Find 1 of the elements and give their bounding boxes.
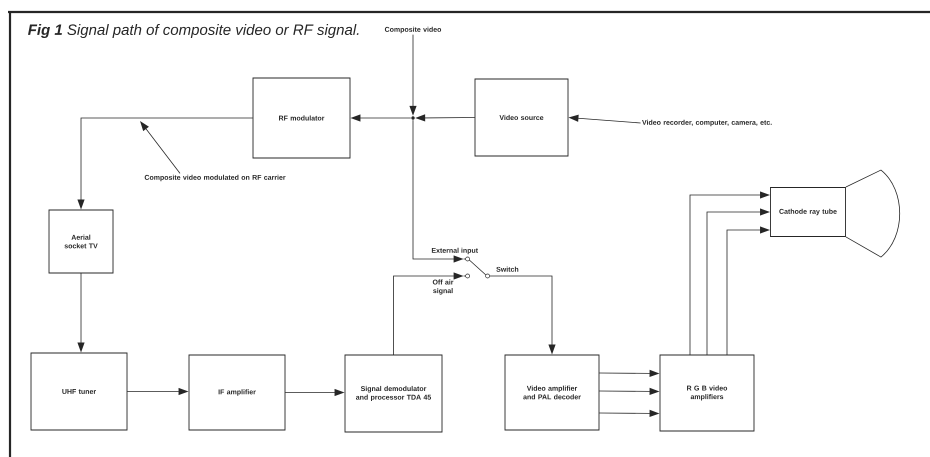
figure-title: Fig 1 Signal path of composite video or RF signal. <box>28 24 358 38</box>
